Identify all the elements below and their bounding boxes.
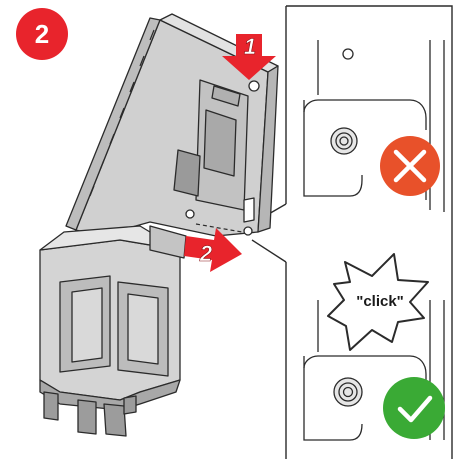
cross-icon <box>380 136 440 196</box>
step-badge: 2 <box>16 8 68 60</box>
click-callout: "click" <box>327 253 429 351</box>
arrow-2: 2 <box>184 228 242 272</box>
guide-line <box>195 223 243 233</box>
arrow-1: 1 <box>222 34 276 80</box>
step-number: 2 <box>35 19 49 49</box>
click-label: "click" <box>356 293 404 310</box>
check-icon <box>383 377 445 439</box>
inverter-unit <box>39 13 279 437</box>
arrow-1-label: 1 <box>244 34 256 59</box>
arrow-2-label: 2 <box>199 241 213 266</box>
